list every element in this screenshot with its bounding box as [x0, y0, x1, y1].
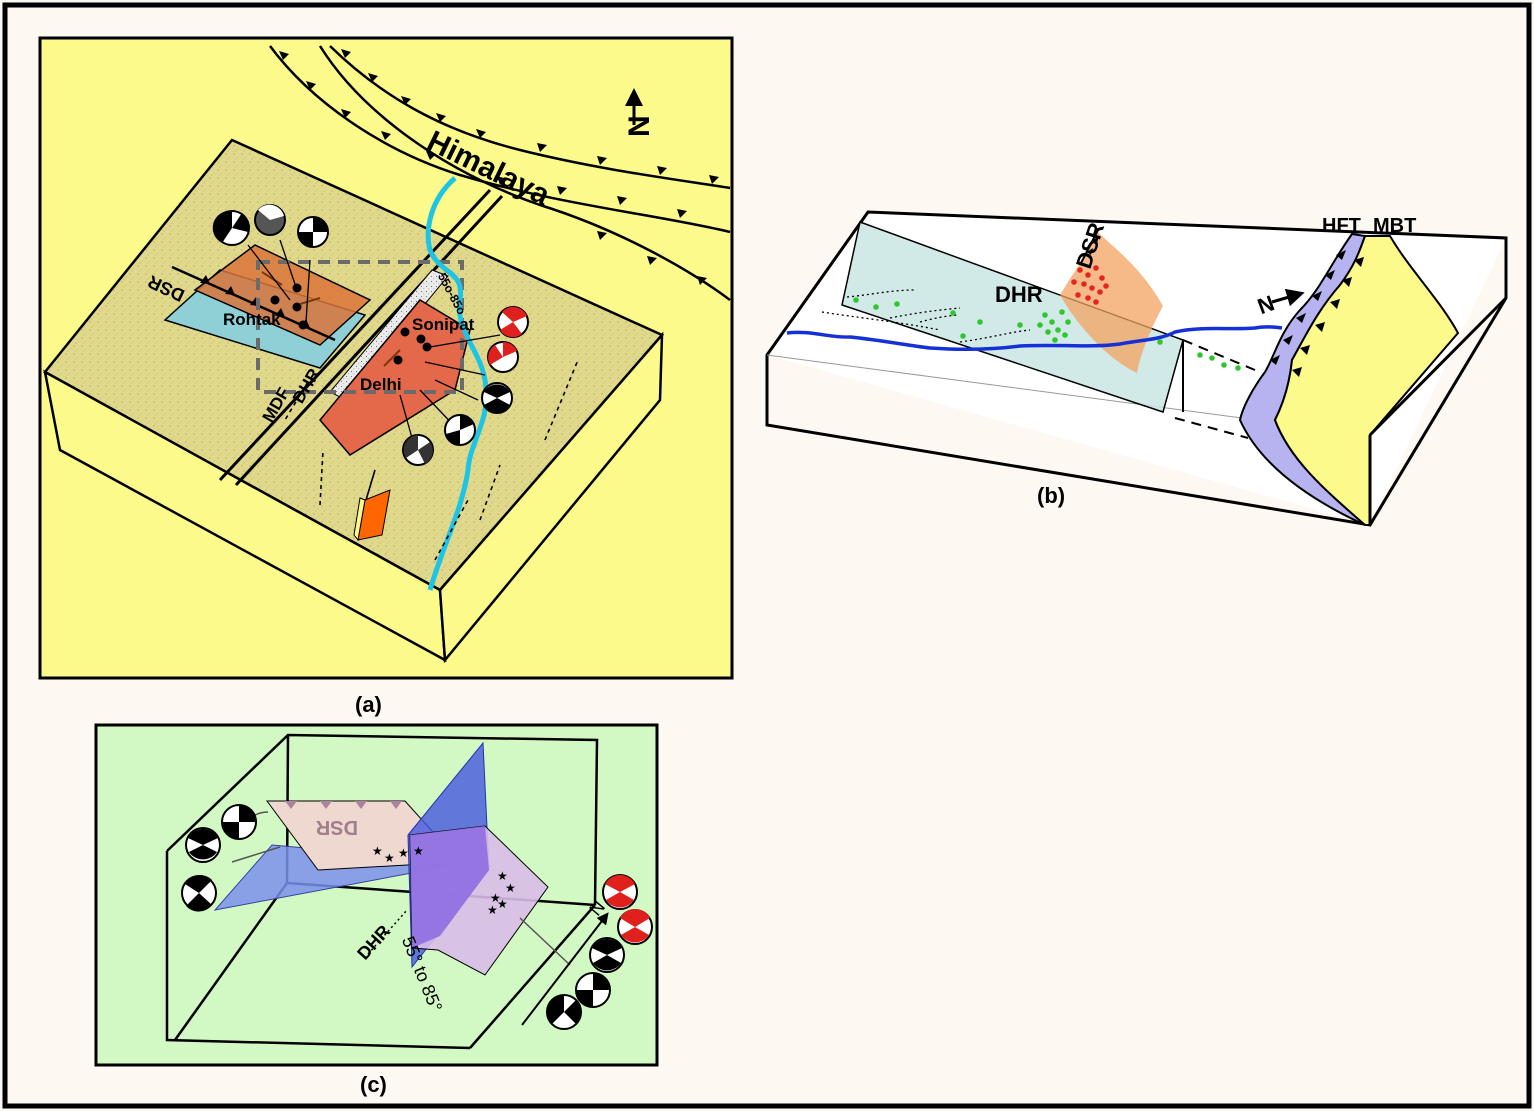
dsr-line-b: [1079, 229, 1099, 266]
mbt-label: MBT: [1373, 215, 1416, 237]
epicenters-a: [270, 283, 432, 365]
panel-c: ★★ ★★ ★★ ★★ ★ N DSR DHR: [94, 723, 659, 1097]
beachball-a5: [487, 341, 519, 373]
panel-b-caption: (b): [1037, 483, 1065, 508]
projection-lines-b: [1174, 339, 1256, 439]
svg-text:★: ★: [398, 846, 409, 860]
himalaya-thrust-band: [268, 45, 731, 302]
lineaments-b: [821, 289, 1031, 343]
beachball-a2: [254, 204, 286, 236]
svg-text:★: ★: [505, 881, 516, 895]
panel-a: N Himalaya DSR Rohtak Sonipat Delhi MDF …: [38, 36, 734, 717]
beachball-a7: [444, 414, 476, 446]
river-b: [786, 325, 1283, 352]
study-area-box: [256, 260, 464, 394]
svg-text:★: ★: [413, 844, 424, 858]
block-corner-b: [1368, 296, 1508, 437]
beachball-c4: [589, 937, 625, 973]
panel-a-caption: (a): [355, 692, 382, 717]
hanging-wall-b: [1273, 235, 1460, 526]
mbt-teeth: [1292, 257, 1364, 377]
beachball-a8: [402, 434, 434, 466]
lineaments-a: [284, 359, 579, 561]
dsr-teeth-b: [1087, 236, 1099, 255]
delhi-label: Delhi: [360, 375, 402, 394]
svg-text:★: ★: [497, 869, 508, 883]
beachball-a6: [481, 382, 513, 414]
beachball-c7: [602, 874, 638, 910]
beachball-c1: [221, 804, 257, 840]
beachball-c3: [181, 875, 217, 912]
dsr-label-c: DSR: [315, 816, 358, 838]
overlap-plane-c: [410, 826, 489, 948]
stars-c: ★★ ★★ ★★ ★★ ★: [372, 844, 516, 917]
svg-text:★: ★: [490, 891, 501, 905]
dsr-teeth-c: [285, 801, 402, 809]
panel-c-caption: (c): [360, 1072, 387, 1097]
panel-b: HFT MBT DSR DHR N (b): [765, 210, 1508, 527]
north-arrow-a: N: [623, 88, 656, 137]
beachball-c8: [617, 909, 653, 945]
dsr-plane-b: [1060, 232, 1163, 373]
svg-text:★: ★: [487, 903, 498, 917]
beachball-a4: [497, 306, 529, 338]
slip-arrows: [261, 271, 401, 367]
rohtak-label: Rohtak: [223, 310, 281, 329]
orange-block-side: [353, 497, 366, 542]
sonipat-label: Sonipat: [412, 315, 475, 334]
dhr-label-b: DHR: [995, 282, 1043, 307]
beachball-c6: [546, 994, 582, 1030]
dsr-plane: [193, 244, 372, 346]
beachball-c2: [185, 827, 221, 863]
beachball-c5: [575, 972, 611, 1008]
river-a: [425, 176, 489, 591]
hft-teeth: [1270, 250, 1346, 365]
mdf-fault-lines: [218, 188, 504, 487]
north-label-a: N: [623, 115, 656, 137]
green-quakes-b: [853, 297, 1241, 371]
hft-label: HFT: [1322, 215, 1361, 237]
svg-text:★: ★: [497, 897, 508, 911]
red-quakes-b: [1071, 265, 1109, 305]
beachball-a3: [297, 216, 329, 248]
beachball-a1: [212, 210, 250, 246]
svg-text:★: ★: [372, 844, 383, 858]
svg-text:★: ★: [384, 851, 395, 865]
